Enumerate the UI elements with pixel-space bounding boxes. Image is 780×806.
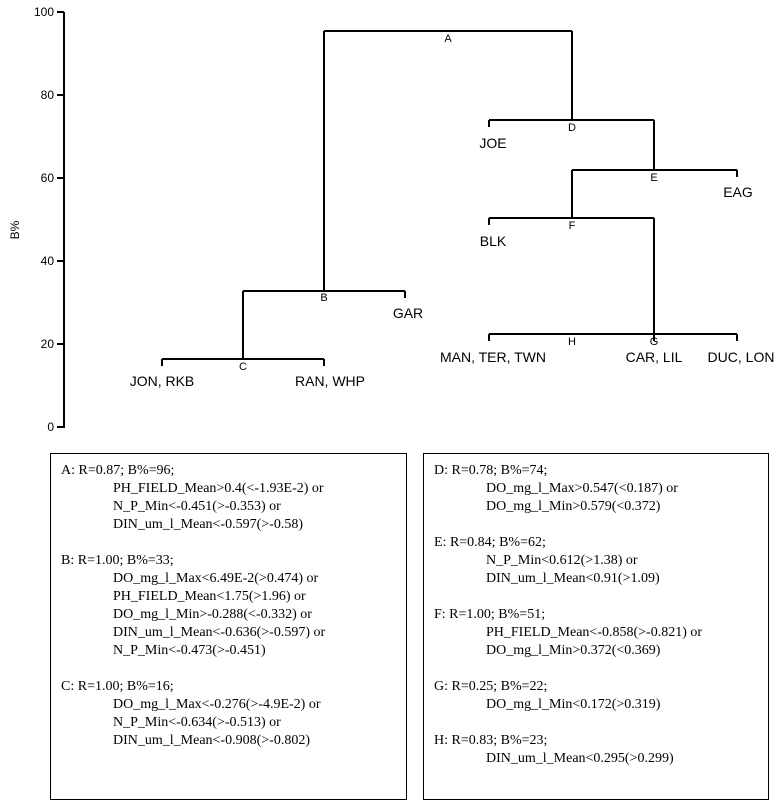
rule-condition: DO_mg_l_Max>0.547(<0.187) or: [486, 481, 678, 496]
node-label-b: B: [320, 292, 327, 304]
rule-condition: DIN_um_l_Mean<0.295(>0.299): [486, 751, 674, 766]
node-label-d: D: [568, 122, 576, 134]
leaf-ran-whp: RAN, WHP: [295, 373, 365, 389]
rule-f: F: R=1.00; B%=51; PH_FIELD_Mean<-0.858(>…: [434, 606, 760, 660]
rule-g: G: R=0.25; B%=22; DO_mg_l_Min<0.172(>0.3…: [434, 678, 760, 714]
rule-condition: DO_mg_l_Min>0.579(<0.372): [486, 499, 661, 514]
rule-condition: N_P_Min<-0.451(>-0.353) or: [113, 499, 281, 514]
rule-condition: DO_mg_l_Max<-0.276(>-4.9E-2) or: [113, 697, 321, 712]
tree-branches: [161, 30, 738, 366]
node-label-a: A: [444, 33, 452, 45]
rule-d: D: R=0.78; B%=74; DO_mg_l_Max>0.547(<0.1…: [434, 462, 760, 516]
rule-condition: DO_mg_l_Max<6.49E-2(>0.474) or: [113, 571, 319, 586]
rule-a: A: R=0.87; B%=96; PH_FIELD_Mean>0.4(<-1.…: [61, 462, 398, 534]
rule-condition: PH_FIELD_Mean<-0.858(>-0.821) or: [486, 625, 703, 640]
node-label-f: F: [569, 220, 576, 232]
node-label-e: E: [650, 172, 657, 184]
rule-condition: DO_mg_l_Min<0.172(>0.319): [486, 697, 661, 712]
y-axis: [57, 11, 65, 428]
split-rules-box-right: D: R=0.78; B%=74; DO_mg_l_Max>0.547(<0.1…: [423, 453, 769, 800]
node-label-h: H: [568, 336, 576, 348]
rule-condition: DIN_um_l_Mean<-0.636(>-0.597) or: [113, 625, 326, 640]
rule-c: C: R=1.00; B%=16; DO_mg_l_Max<-0.276(>-4…: [61, 678, 398, 750]
y-tick-label-20: 20: [41, 337, 55, 351]
rule-condition: DO_mg_l_Min>-0.288(<-0.332) or: [113, 607, 312, 622]
rule-condition: N_P_Min<-0.634(>-0.513) or: [113, 715, 281, 730]
rule-condition: PH_FIELD_Mean>0.4(<-1.93E-2) or: [113, 481, 324, 496]
rule-header: H: R=0.83; B%=23;: [434, 733, 548, 748]
y-tick-label-100: 100: [34, 5, 54, 19]
rule-h: H: R=0.83; B%=23; DIN_um_l_Mean<0.295(>0…: [434, 732, 760, 768]
leaf-blk: BLK: [480, 233, 507, 249]
y-axis-label: B%: [8, 220, 22, 239]
leaf-eag: EAG: [723, 184, 753, 200]
leaf-car-lil: CAR, LIL: [626, 349, 683, 365]
leaf-man-ter-twn: MAN, TER, TWN: [440, 349, 546, 365]
y-tick-label-60: 60: [41, 171, 55, 185]
node-label-g: G: [650, 336, 659, 348]
leaf-gar: GAR: [393, 305, 423, 321]
rule-condition: DIN_um_l_Mean<0.91(>1.09): [486, 571, 660, 586]
rule-header: A: R=0.87; B%=96;: [61, 463, 175, 478]
y-tick-label-80: 80: [41, 88, 55, 102]
rule-header: B: R=1.00; B%=33;: [61, 553, 174, 568]
rule-b: B: R=1.00; B%=33; DO_mg_l_Max<6.49E-2(>0…: [61, 552, 398, 660]
rule-condition: N_P_Min<0.612(>1.38) or: [486, 553, 638, 568]
y-tick-label-40: 40: [41, 254, 55, 268]
rule-condition: N_P_Min<-0.473(>-0.451): [113, 643, 266, 658]
rule-condition: DIN_um_l_Mean<-0.908(>-0.802): [113, 733, 310, 748]
dendrogram: 0 20 40 60 80 100 B% A B: [8, 5, 775, 434]
split-rules-box-left: A: R=0.87; B%=96; PH_FIELD_Mean>0.4(<-1.…: [50, 453, 407, 800]
node-label-c: C: [239, 361, 247, 373]
rule-condition: DO_mg_l_Min>0.372(<0.369): [486, 643, 661, 658]
rule-header: D: R=0.78; B%=74;: [434, 463, 548, 478]
leaf-jon-rkb: JON, RKB: [130, 373, 195, 389]
rule-header: E: R=0.84; B%=62;: [434, 535, 546, 550]
leaf-duc-lon: DUC, LON: [708, 349, 775, 365]
leaf-joe: JOE: [479, 135, 506, 151]
rule-condition: PH_FIELD_Mean<1.75(>1.96) or: [113, 589, 306, 604]
rule-condition: DIN_um_l_Mean<-0.597(>-0.58): [113, 517, 303, 532]
rule-header: F: R=1.00; B%=51;: [434, 607, 546, 622]
y-tick-label-0: 0: [47, 420, 54, 434]
rule-e: E: R=0.84; B%=62; N_P_Min<0.612(>1.38) o…: [434, 534, 760, 588]
rule-header: C: R=1.00; B%=16;: [61, 679, 174, 694]
rule-header: G: R=0.25; B%=22;: [434, 679, 548, 694]
